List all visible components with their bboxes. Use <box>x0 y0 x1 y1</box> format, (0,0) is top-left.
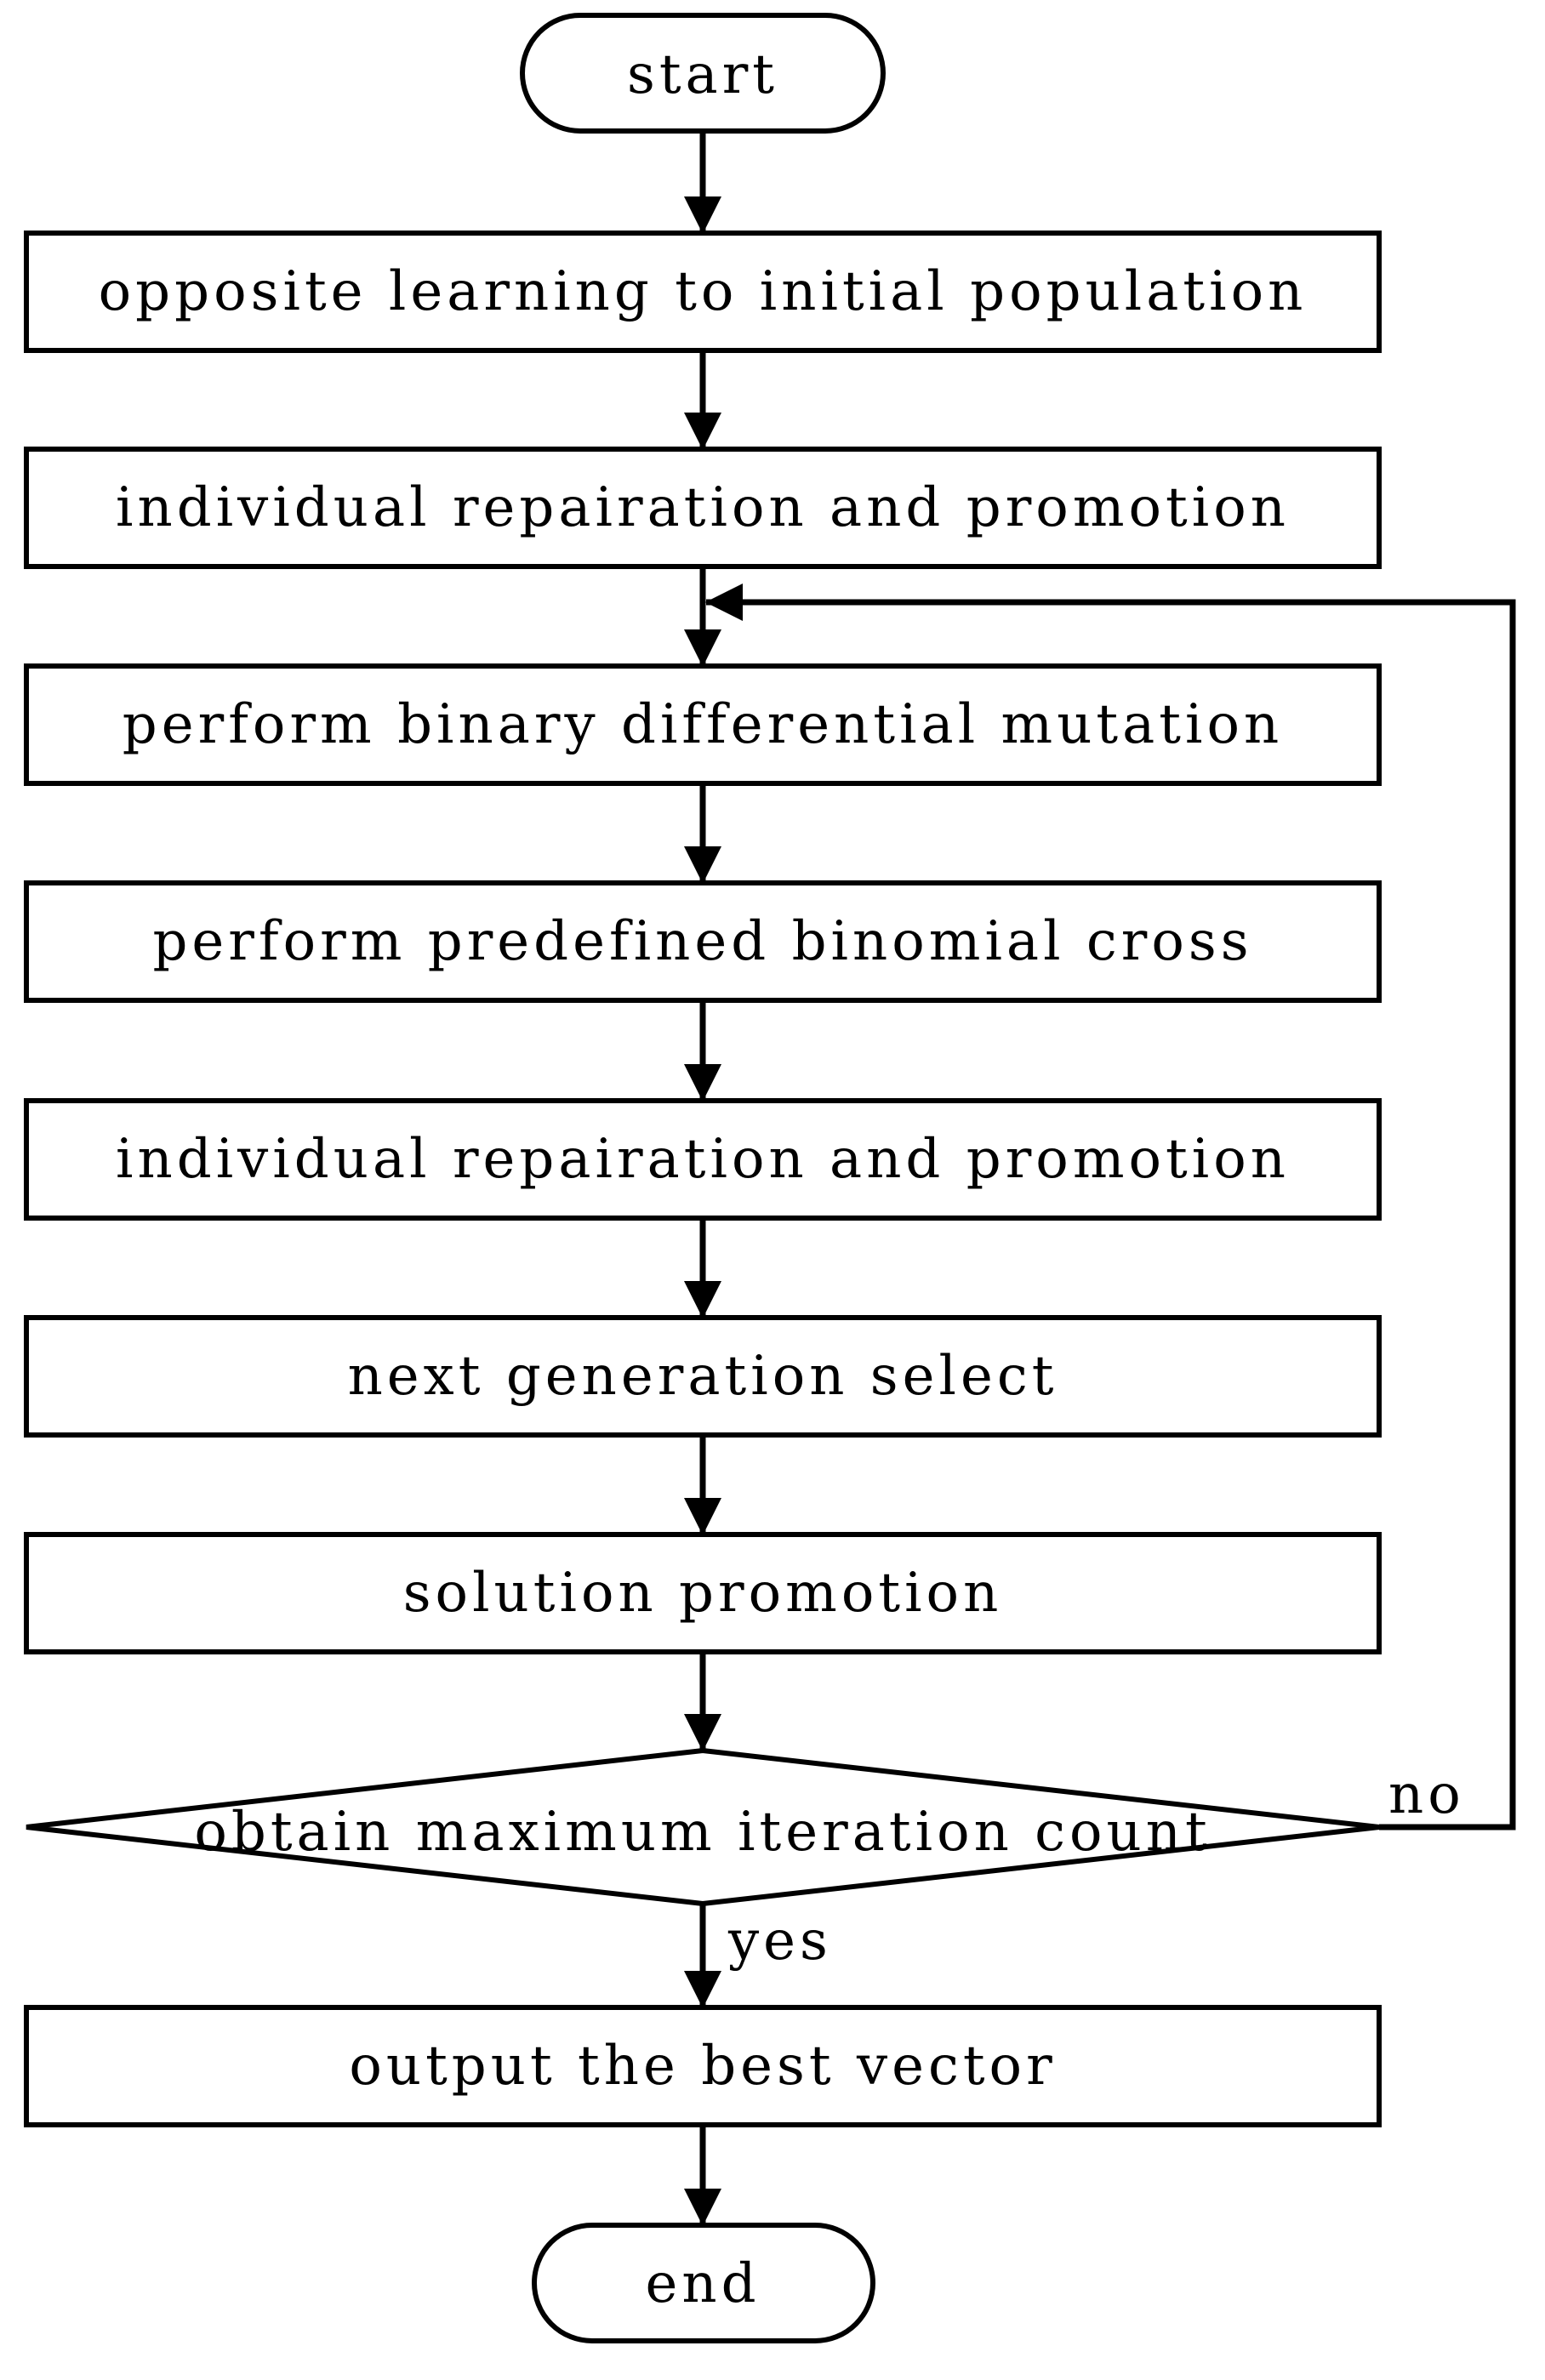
start-label: start <box>627 43 778 106</box>
end-label: end <box>645 2252 760 2315</box>
no-branch-label: no <box>1388 1763 1465 1826</box>
decision-label: obtain maximum iteration count <box>194 1801 1211 1864</box>
yes-branch-label: yes <box>727 1910 832 1973</box>
step-4-label: perform predefined binomial cross <box>152 910 1252 973</box>
output-label: output the best vector <box>349 2035 1056 2098</box>
arrow-decision-no-loop <box>705 584 1516 1831</box>
step-3-label: perform binary differential mutation <box>123 693 1283 756</box>
step-2-label: individual repairation and promotion <box>116 476 1290 539</box>
step-6-label: next generation select <box>348 1345 1058 1408</box>
step-5-label: individual repairation and promotion <box>116 1128 1290 1191</box>
step-1-label: opposite learning to initial population <box>99 260 1308 323</box>
step-7-label: solution promotion <box>403 1562 1003 1625</box>
